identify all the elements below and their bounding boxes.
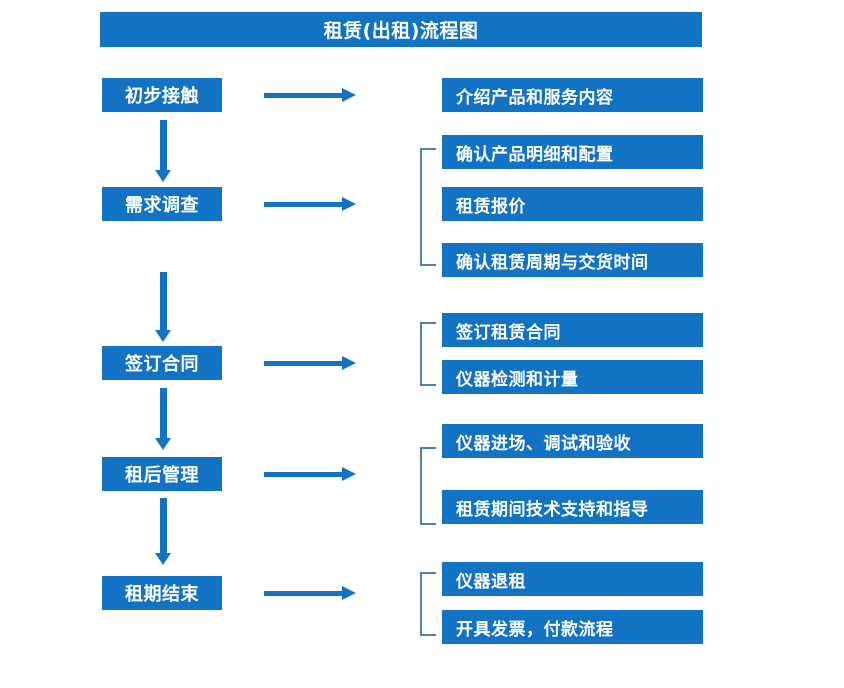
detail-box-3-1[interactable]: 签订租赁合同 [442,313,703,347]
detail-box-3-2[interactable]: 仪器检测和计量 [442,360,703,394]
arrow-head [155,438,171,450]
arrow-shaft [264,472,344,477]
detail-box-4-1[interactable]: 仪器进场、调试和验收 [442,424,703,458]
page-title: 租赁(出租)流程图 [100,12,702,47]
arrow-head [342,88,356,102]
right-arrow-icon-4 [264,467,356,481]
group-bracket-3 [420,322,436,386]
arrow-shaft [264,93,344,98]
group-bracket-5 [420,572,436,636]
group-bracket-2 [420,148,436,266]
arrow-head [342,356,356,370]
right-arrow-icon-3 [264,356,356,370]
detail-box-2-2[interactable]: 租赁报价 [442,187,703,221]
detail-box-5-1[interactable]: 仪器退租 [442,562,703,596]
arrow-shaft [160,388,167,438]
stage-box-1[interactable]: 初步接触 [102,78,222,112]
detail-box-4-2[interactable]: 租赁期间技术支持和指导 [442,490,703,524]
stage-box-5[interactable]: 租期结束 [102,576,222,610]
down-arrow-icon-2 [155,272,171,344]
arrow-head [155,330,171,342]
arrow-shaft [160,272,167,330]
arrow-head [155,553,171,565]
right-arrow-icon-1 [264,88,356,102]
stage-box-2[interactable]: 需求调查 [102,187,222,221]
arrow-head [342,197,356,211]
right-arrow-icon-2 [264,197,356,211]
stage-box-4[interactable]: 租后管理 [102,457,222,491]
arrow-shaft [264,202,344,207]
detail-box-2-3[interactable]: 确认租赁周期与交货时间 [442,243,703,277]
group-bracket-4 [420,447,436,525]
arrow-shaft [160,120,167,170]
arrow-head [342,467,356,481]
arrow-shaft [264,591,344,596]
right-arrow-icon-5 [264,586,356,600]
down-arrow-icon-3 [155,388,171,450]
arrow-shaft [264,361,344,366]
down-arrow-icon-1 [155,120,171,182]
detail-box-2-1[interactable]: 确认产品明细和配置 [442,135,703,169]
arrow-head [342,586,356,600]
detail-box-5-2[interactable]: 开具发票，付款流程 [442,610,703,644]
down-arrow-icon-4 [155,498,171,566]
arrow-shaft [160,498,167,553]
stage-box-3[interactable]: 签订合同 [102,346,222,380]
arrow-head [155,170,171,182]
detail-box-1-1[interactable]: 介绍产品和服务内容 [442,78,703,112]
